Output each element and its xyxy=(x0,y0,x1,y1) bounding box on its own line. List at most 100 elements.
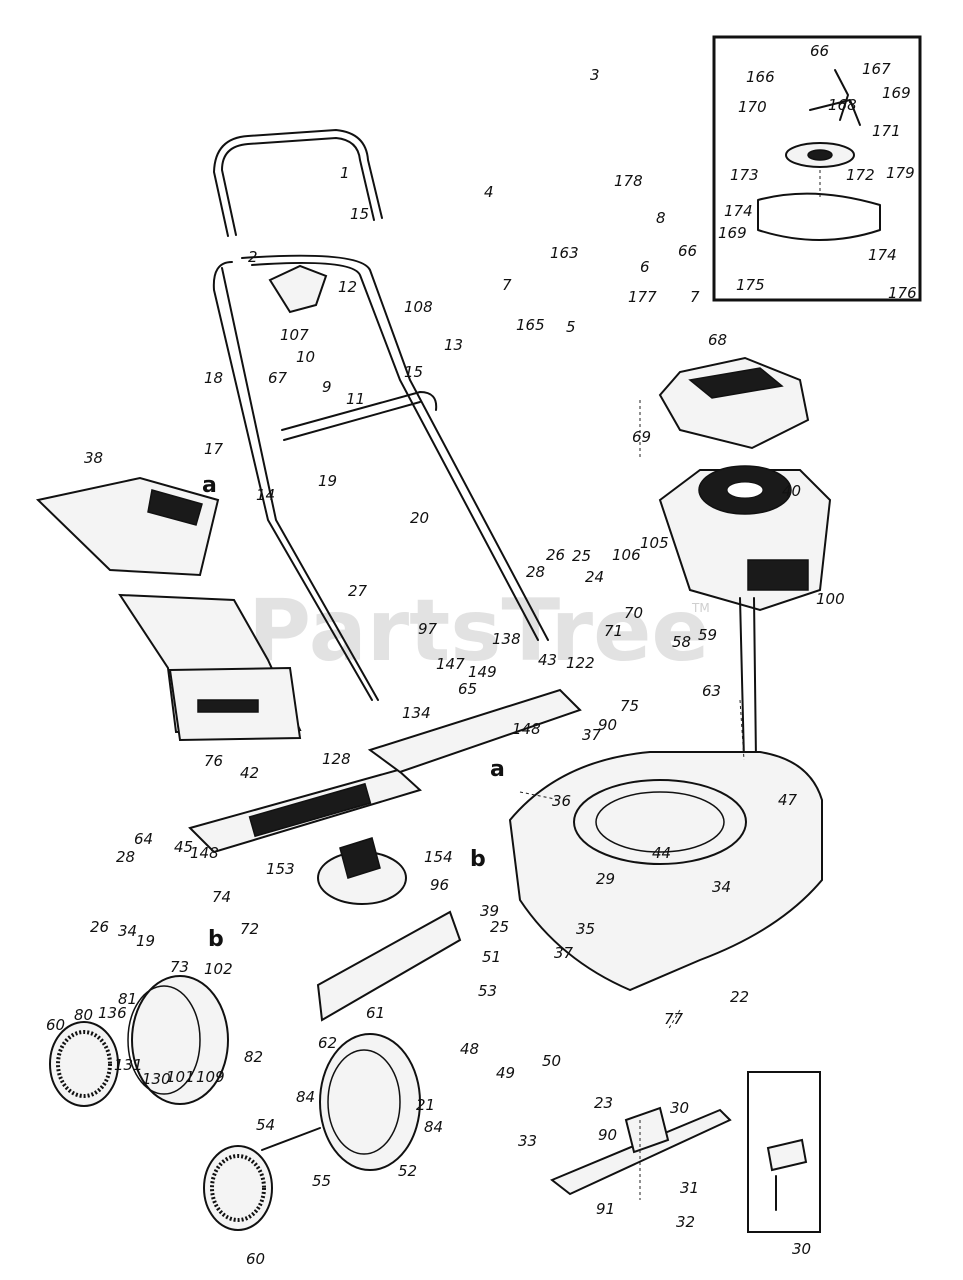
callout-66: 66 xyxy=(678,242,697,260)
mower-deck xyxy=(508,751,823,992)
callout-166: 166 xyxy=(746,68,775,86)
hubcap-rear xyxy=(49,1021,119,1107)
callout-8: 8 xyxy=(656,209,666,227)
callout-37: 37 xyxy=(554,944,574,962)
callout-128: 128 xyxy=(322,750,351,768)
callout-105: 105 xyxy=(640,534,669,552)
callout-69: 69 xyxy=(632,428,651,446)
callout-34: 34 xyxy=(712,878,731,896)
callout-5: 5 xyxy=(566,318,576,336)
callout-7: 7 xyxy=(502,276,512,294)
callout-53: 53 xyxy=(478,982,497,1000)
callout-148: 148 xyxy=(512,720,541,738)
callout-170: 170 xyxy=(738,98,767,116)
callout-25: 25 xyxy=(490,918,509,936)
callout-36: 36 xyxy=(552,792,571,810)
callout-91: 91 xyxy=(596,1200,615,1218)
callout-6: 6 xyxy=(640,258,650,276)
watermark-tm: TM xyxy=(691,601,710,615)
callout-15: 15 xyxy=(404,363,423,381)
callout-40: 40 xyxy=(782,482,801,500)
callout-64: 64 xyxy=(134,830,153,848)
front-wheel xyxy=(319,1033,421,1171)
callout-63: 63 xyxy=(702,682,721,700)
callout-10: 10 xyxy=(296,348,315,366)
callout-102: 102 xyxy=(204,960,233,978)
cable-tube xyxy=(739,597,757,761)
callout-14: 14 xyxy=(256,486,275,504)
control-bail xyxy=(281,391,438,441)
callout-106: 106 xyxy=(612,546,641,564)
callout-3: 3 xyxy=(590,66,600,84)
callout-174: 174 xyxy=(724,202,753,220)
callout-9: 9 xyxy=(322,378,332,396)
callout-77: 77 xyxy=(664,1010,684,1028)
callout-29: 29 xyxy=(596,870,615,888)
grass-bag-top xyxy=(35,476,220,577)
callout-107: 107 xyxy=(280,326,309,344)
callout-177: 177 xyxy=(628,288,657,306)
engine xyxy=(658,465,832,612)
callout-109: 109 xyxy=(196,1068,225,1086)
callout-73: 73 xyxy=(170,958,189,976)
reference-letter-b: b xyxy=(208,927,224,952)
callout-72: 72 xyxy=(240,920,259,938)
callout-147: 147 xyxy=(436,655,465,673)
lower-handle xyxy=(212,254,549,701)
callout-19: 19 xyxy=(136,932,155,950)
callout-42: 42 xyxy=(240,764,259,782)
reference-letter-a: a xyxy=(202,473,217,498)
callout-55: 55 xyxy=(312,1172,331,1190)
callout-70: 70 xyxy=(624,604,643,622)
callout-58: 58 xyxy=(672,633,691,651)
callout-27: 27 xyxy=(348,582,368,600)
callout-84: 84 xyxy=(296,1088,315,1106)
upper-handle xyxy=(213,129,383,237)
callout-31: 31 xyxy=(680,1179,699,1197)
callout-25: 25 xyxy=(572,547,591,565)
blade-adapter-inset xyxy=(747,1071,821,1233)
callout-76: 76 xyxy=(204,752,223,770)
leader-lines xyxy=(519,400,745,1200)
callout-171: 171 xyxy=(872,122,901,140)
callout-75: 75 xyxy=(620,697,639,715)
callout-47: 47 xyxy=(778,791,798,809)
callout-43: 43 xyxy=(538,651,557,669)
rear-wheel-left xyxy=(127,975,229,1105)
callout-90: 90 xyxy=(598,716,617,734)
leader-line xyxy=(667,1009,681,1031)
callout-138: 138 xyxy=(492,630,521,648)
blade-adapter xyxy=(624,1106,670,1154)
handle-control xyxy=(268,264,328,314)
axle xyxy=(261,1127,321,1151)
callout-49: 49 xyxy=(496,1064,515,1082)
callout-134: 134 xyxy=(402,704,431,722)
callout-4: 4 xyxy=(484,183,494,201)
callout-90: 90 xyxy=(598,1126,617,1144)
callout-54: 54 xyxy=(256,1116,275,1134)
callout-122: 122 xyxy=(566,654,595,672)
callout-100: 100 xyxy=(816,590,845,608)
callout-32: 32 xyxy=(676,1213,695,1231)
callout-172: 172 xyxy=(846,166,875,184)
callout-84: 84 xyxy=(424,1118,443,1136)
callout-168: 168 xyxy=(828,96,857,114)
callout-179: 179 xyxy=(886,164,915,182)
callout-17: 17 xyxy=(204,440,224,458)
callout-176: 176 xyxy=(888,284,917,302)
callout-52: 52 xyxy=(398,1162,417,1180)
callout-61: 61 xyxy=(366,1004,385,1022)
callout-1: 1 xyxy=(340,164,350,182)
callout-173: 173 xyxy=(730,166,759,184)
callout-108: 108 xyxy=(404,298,433,316)
callout-39: 39 xyxy=(480,902,499,920)
callout-163: 163 xyxy=(550,244,579,262)
inset-detail-box xyxy=(712,35,922,302)
callout-11: 11 xyxy=(346,390,365,408)
callout-62: 62 xyxy=(318,1034,337,1052)
engine-cover xyxy=(658,356,810,450)
rear-flap xyxy=(316,910,462,1022)
callout-131: 131 xyxy=(114,1056,143,1074)
callout-26: 26 xyxy=(90,918,109,936)
